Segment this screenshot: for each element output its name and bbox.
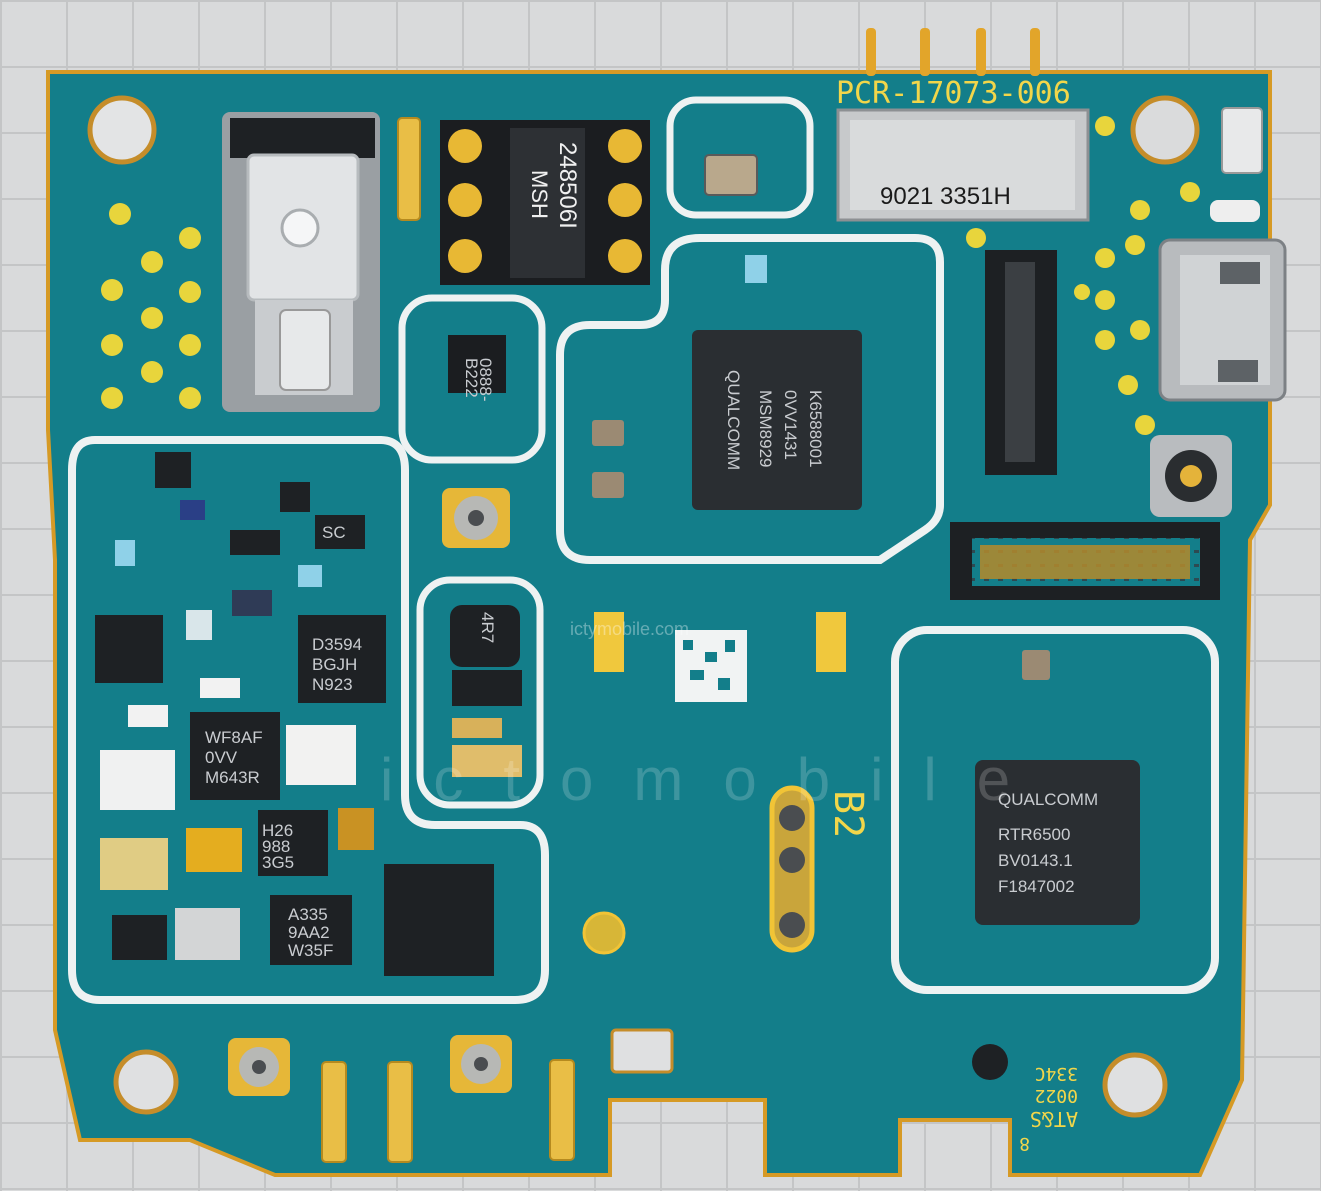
chip-h26-line2: 988	[262, 837, 290, 856]
processor-line3: K6588001	[806, 390, 825, 468]
antenna-clip-top	[397, 117, 421, 221]
chip-d3594-line3: N923	[312, 675, 353, 694]
chip-d3594-line1: D3594	[312, 635, 362, 654]
processor-line1: MSM8929	[756, 390, 775, 467]
datamatrix-code-icon	[675, 630, 747, 702]
manufacturer-code-2: 334C	[1035, 1063, 1078, 1084]
processor-brand: QUALCOMM	[724, 370, 743, 470]
sd-card-slot: 9021 3351H	[836, 108, 1090, 222]
usb-port-icon	[1158, 238, 1287, 402]
sim-label-line1: 248506I	[554, 142, 581, 229]
transceiver-brand: QUALCOMM	[998, 790, 1098, 809]
board-slot	[610, 1028, 674, 1074]
watermark-word: ictomobile	[380, 746, 1050, 813]
rf-connector-icon	[1150, 435, 1232, 517]
bottom-rf-connector-right	[450, 1035, 512, 1093]
transceiver-line1: RTR6500	[998, 825, 1070, 844]
sim-connector: 248506I MSH	[440, 120, 650, 285]
processor-side-parts	[592, 255, 767, 498]
test-pads-left	[101, 203, 201, 409]
diode	[452, 670, 522, 706]
switch-connector	[1221, 107, 1263, 174]
chip-d3594-line2: BGJH	[312, 655, 357, 674]
small-ic	[448, 335, 506, 393]
gold-pad-left	[594, 612, 624, 672]
band-label: B2	[825, 790, 871, 838]
transceiver-line2: BV0143.1	[998, 851, 1073, 870]
transceiver-chip	[975, 760, 1140, 925]
vibration-motor-icon	[222, 112, 380, 412]
chip-a335-line3: W35F	[288, 941, 333, 960]
mounting-holes	[87, 95, 1200, 1118]
rf-connector-center	[442, 488, 510, 548]
chip-a335-line1: A335	[288, 905, 328, 924]
header-pins	[866, 28, 1040, 76]
chip-wf8af-line1: WF8AF	[205, 728, 263, 747]
capacitor-small	[452, 718, 502, 738]
flex-connector-horizontal	[950, 522, 1220, 600]
manufacturer-mark: AT&S	[1030, 1107, 1078, 1131]
chip-h26-line1: H26	[262, 821, 293, 840]
part-number: PCR-17073-006	[836, 76, 1071, 111]
manufacturer-code-1: 0022	[1035, 1085, 1078, 1106]
chip-a335-line2: 9AA2	[288, 923, 330, 942]
gold-pad-right	[816, 612, 846, 672]
test-pads-right	[966, 116, 1200, 435]
chip-wf8af-line3: M643R	[205, 768, 260, 787]
left-shield-chips	[95, 452, 494, 976]
fiducial-mark	[972, 1044, 1008, 1080]
transceiver-line3: F1847002	[998, 877, 1075, 896]
pad-top-right	[1210, 200, 1260, 222]
antenna-clips-bottom	[321, 1059, 575, 1163]
bottom-rf-connector-left	[228, 1038, 290, 1096]
microphone	[704, 154, 758, 196]
small-ic-line2: B222	[462, 358, 481, 398]
processor-line2: 0VV1431	[781, 390, 800, 460]
sim-label-line2: MSH	[527, 170, 552, 219]
chip-wf8af-line2: 0VV	[205, 748, 238, 767]
chip-h26-line3: 3G5	[262, 853, 294, 872]
speaker-contact	[769, 785, 815, 953]
inductor	[450, 605, 520, 667]
processor-chip	[692, 330, 862, 510]
watermark-site: ictymobile.com	[570, 619, 689, 639]
inductor-label: 4R7	[478, 612, 497, 643]
transceiver-side-part	[1022, 650, 1050, 680]
small-ic-line1: 0888-	[476, 358, 495, 401]
flex-connector-vertical	[985, 250, 1057, 475]
manufacturer-code-3: 8	[1019, 1133, 1030, 1154]
sd-slot-label: 9021 3351H	[880, 183, 1011, 210]
capacitor-large	[452, 745, 522, 777]
chip-sc-label: SC	[322, 523, 346, 542]
test-point	[582, 911, 626, 955]
